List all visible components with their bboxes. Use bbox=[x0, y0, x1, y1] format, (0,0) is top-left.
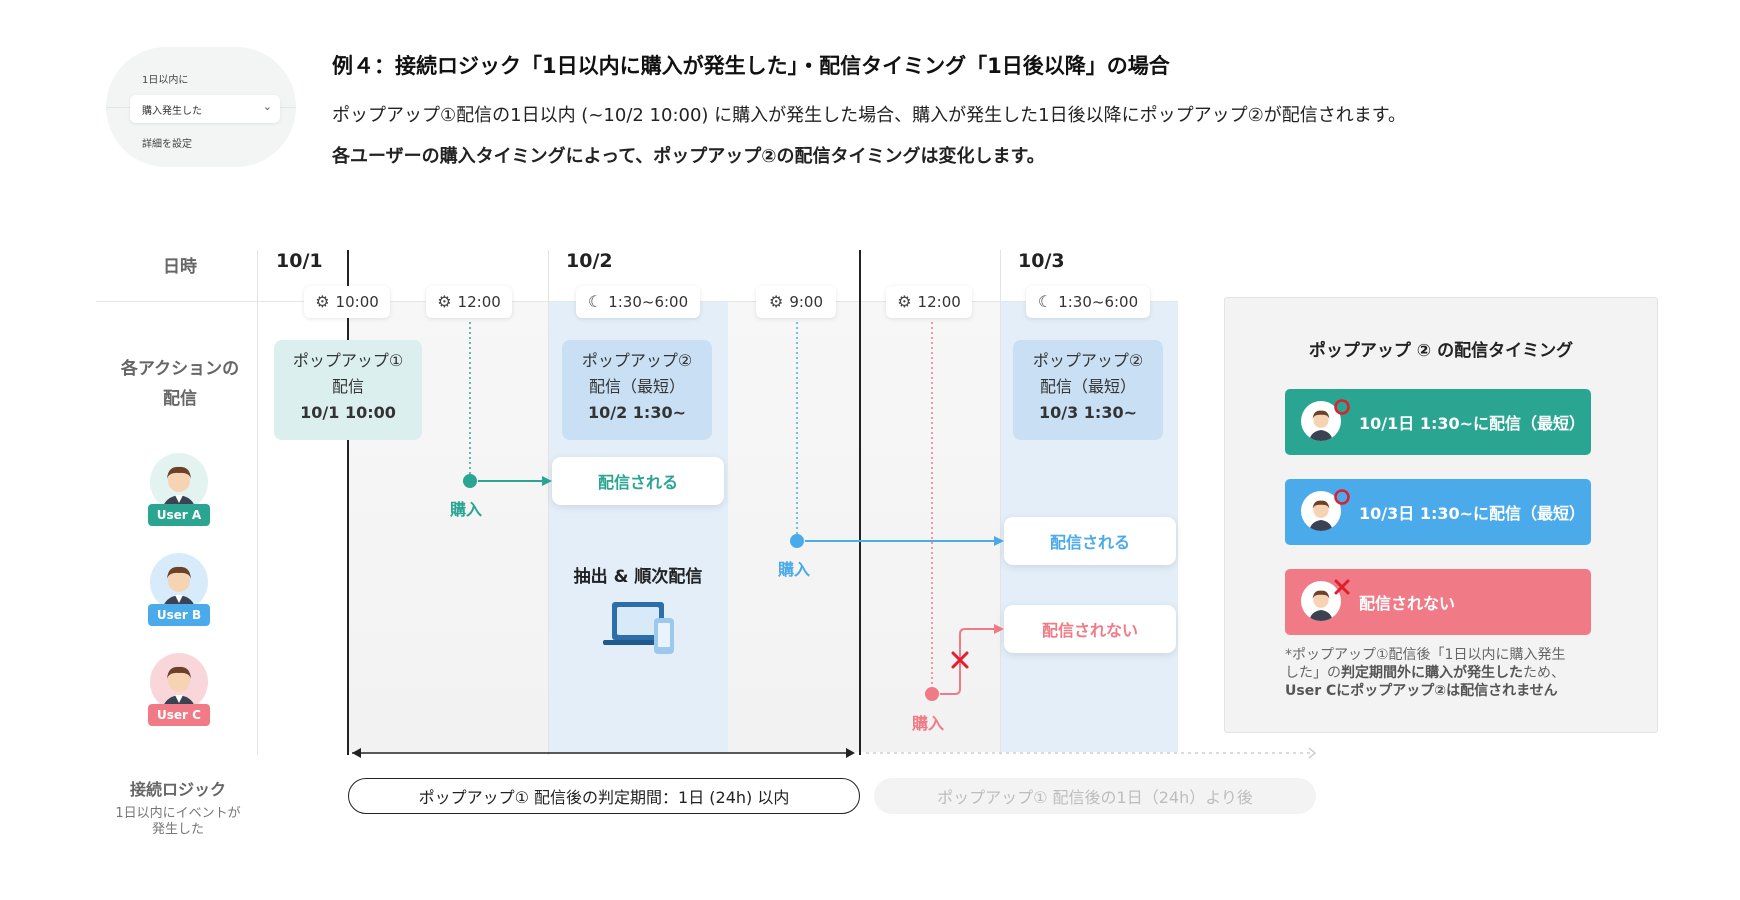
user-a-purchase-label: 購入 bbox=[450, 500, 483, 519]
circle-ok-icon bbox=[1334, 489, 1350, 505]
day-divider-10-2 bbox=[548, 250, 549, 755]
time-chip: ⚙10:00 bbox=[304, 286, 390, 318]
gear-icon: ⚙ bbox=[315, 292, 330, 311]
time-chip: ⚙9:00 bbox=[756, 286, 836, 318]
time-chip: ☾1:30~6:00 bbox=[576, 286, 700, 318]
left-column-divider bbox=[257, 250, 258, 755]
select-value: 購入発生した bbox=[142, 106, 202, 117]
result-card-user-a: 10/1日 1:30~に配信（最短） bbox=[1285, 389, 1591, 455]
time-chip: ⚙12:00 bbox=[426, 286, 512, 318]
result-card-user-c: 配信されない bbox=[1285, 569, 1591, 635]
gear-icon: ⚙ bbox=[437, 292, 452, 311]
connection-logic-label: 接続ロジック 1日以内にイベントが 発生した bbox=[115, 780, 241, 837]
action-delivery-label: 各アクションの 配信 bbox=[120, 359, 240, 409]
day-divider-10-3 bbox=[1000, 250, 1001, 755]
moon-cloud-icon: ☾ bbox=[587, 292, 603, 311]
cross-ng-icon bbox=[1334, 579, 1350, 595]
panel-note: *ポップアップ①配信後「1日以内に購入発生 した」の判定期間外に購入が発生したた… bbox=[1285, 647, 1566, 699]
extract-label: 抽出 & 順次配信 bbox=[573, 567, 703, 587]
arrow-left-head bbox=[352, 748, 361, 758]
user-a-purchase-dot bbox=[463, 474, 477, 488]
popup1-delivery-box: ポップアップ① 配信 10/1 10:00 bbox=[274, 340, 422, 440]
gear-icon: ⚙ bbox=[768, 292, 784, 311]
moon-cloud-icon: ☾ bbox=[1037, 292, 1053, 311]
avatar bbox=[1301, 581, 1341, 621]
judgement-start-line bbox=[347, 250, 349, 755]
user-b-delivered-box: 配信される bbox=[1004, 517, 1176, 565]
user-c-not-delivered-box: 配信されない bbox=[1004, 605, 1176, 653]
avatar bbox=[150, 653, 208, 711]
user-c-purchase-label: 購入 bbox=[912, 714, 945, 733]
date-10-3: 10/3 bbox=[1018, 250, 1065, 272]
datetime-label: 日時 bbox=[163, 257, 197, 277]
date-10-1: 10/1 bbox=[276, 250, 323, 272]
judgement-period-pill: ポップアップ① 配信後の判定期間：1日 (24h) 以内 bbox=[348, 778, 860, 814]
popup2-delivery-box-10-2: ポップアップ② 配信（最短） 10/2 1:30~ bbox=[562, 340, 712, 440]
user-b-purchase-dot bbox=[790, 534, 804, 548]
user-c-purchase-dot bbox=[925, 687, 939, 701]
after-period-pill: ポップアップ① 配信後の1日（24h）より後 bbox=[874, 778, 1316, 814]
detail-settings-label: 詳細を設定 bbox=[142, 139, 192, 150]
panel-title: ポップアップ ② の配信タイミング bbox=[1308, 341, 1574, 361]
illustration-label: 1日以内に bbox=[142, 75, 189, 86]
user-c-arrow-head bbox=[994, 624, 1004, 634]
user-a-delivered-box: 配信される bbox=[552, 457, 724, 505]
condition-select: 購入発生した ⌄ bbox=[130, 95, 280, 123]
description-line-2: 各ユーザーの購入タイミングによって、ポップアップ②の配信タイミングは変化します。 bbox=[332, 146, 1045, 167]
arrow-right-head bbox=[846, 748, 855, 758]
chevron-down-icon: ⌄ bbox=[262, 100, 272, 113]
description-line-1: ポップアップ①配信の1日以内 (~10/2 10:00) に購入が発生した場合、… bbox=[332, 105, 1406, 126]
user-c-arrow-line bbox=[940, 628, 996, 695]
avatar bbox=[150, 453, 208, 511]
user-badge: User B bbox=[148, 604, 210, 626]
user-a: User A bbox=[148, 453, 210, 533]
user-a-arrow-head bbox=[542, 476, 552, 486]
time-chip: ☾1:30~6:00 bbox=[1026, 286, 1150, 318]
date-10-2: 10/2 bbox=[566, 250, 613, 272]
blocked-cross-icon bbox=[951, 651, 969, 669]
settings-illustration: 1日以内に 購入発生した ⌄ 詳細を設定 bbox=[106, 47, 296, 167]
user-b-purchase-label: 購入 bbox=[778, 560, 811, 579]
circle-ok-icon bbox=[1334, 399, 1350, 415]
result-card-user-b: 10/3日 1:30~に配信（最短） bbox=[1285, 479, 1591, 545]
time-chip: ⚙12:00 bbox=[886, 286, 972, 318]
laptop-phone-icon bbox=[603, 602, 674, 654]
user-b: User B bbox=[148, 553, 210, 633]
judgement-end-line bbox=[859, 250, 861, 755]
popup2-delivery-box-10-3: ポップアップ② 配信（最短） 10/3 1:30~ bbox=[1013, 340, 1163, 440]
page-title: 例４：接続ロジック「1日以内に購入が発生した」・配信タイミング「1日後以降」の場… bbox=[332, 54, 1170, 78]
user-badge: User A bbox=[148, 504, 210, 526]
avatar bbox=[150, 553, 208, 611]
gear-icon: ⚙ bbox=[897, 292, 912, 311]
user-b-arrow-head bbox=[994, 536, 1004, 546]
user-badge: User C bbox=[148, 704, 210, 726]
user-c: User C bbox=[148, 653, 210, 733]
after-arrow-head bbox=[1308, 747, 1317, 759]
